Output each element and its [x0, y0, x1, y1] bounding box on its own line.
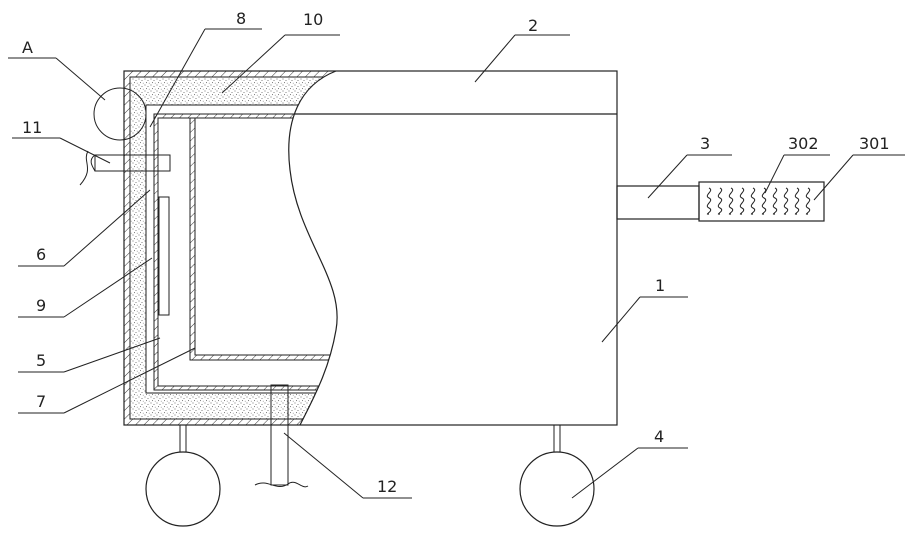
callout-5: 5: [36, 351, 46, 370]
inlet-pipe: [79, 150, 171, 186]
grip-wave: [706, 187, 712, 215]
callout-6: 6: [36, 245, 46, 264]
handle: [616, 181, 825, 222]
detail-circle-a: [93, 87, 147, 141]
callout-10: 10: [303, 10, 323, 29]
callout-3: 3: [700, 134, 710, 153]
callout-a: A: [22, 38, 33, 57]
callout-4: 4: [654, 427, 664, 446]
cutaway-outlines: [124, 71, 338, 425]
callout-302: 302: [788, 134, 819, 153]
cut-line: [288, 70, 338, 426]
cutaway-section: [124, 71, 338, 425]
callout-8: 8: [236, 9, 246, 28]
callout-7: 7: [36, 392, 46, 411]
wheel-right: [519, 425, 595, 527]
callout-301: 301: [859, 134, 890, 153]
heating-plate: [158, 196, 170, 316]
wheel-left: [145, 425, 221, 527]
callout-11: 11: [22, 118, 42, 137]
callout-9: 9: [36, 296, 46, 315]
leader-lines: [8, 28, 905, 499]
callout-12: 12: [377, 477, 397, 496]
callout-2: 2: [528, 16, 538, 35]
drain-pipe: [254, 384, 309, 488]
callout-1: 1: [655, 276, 665, 295]
